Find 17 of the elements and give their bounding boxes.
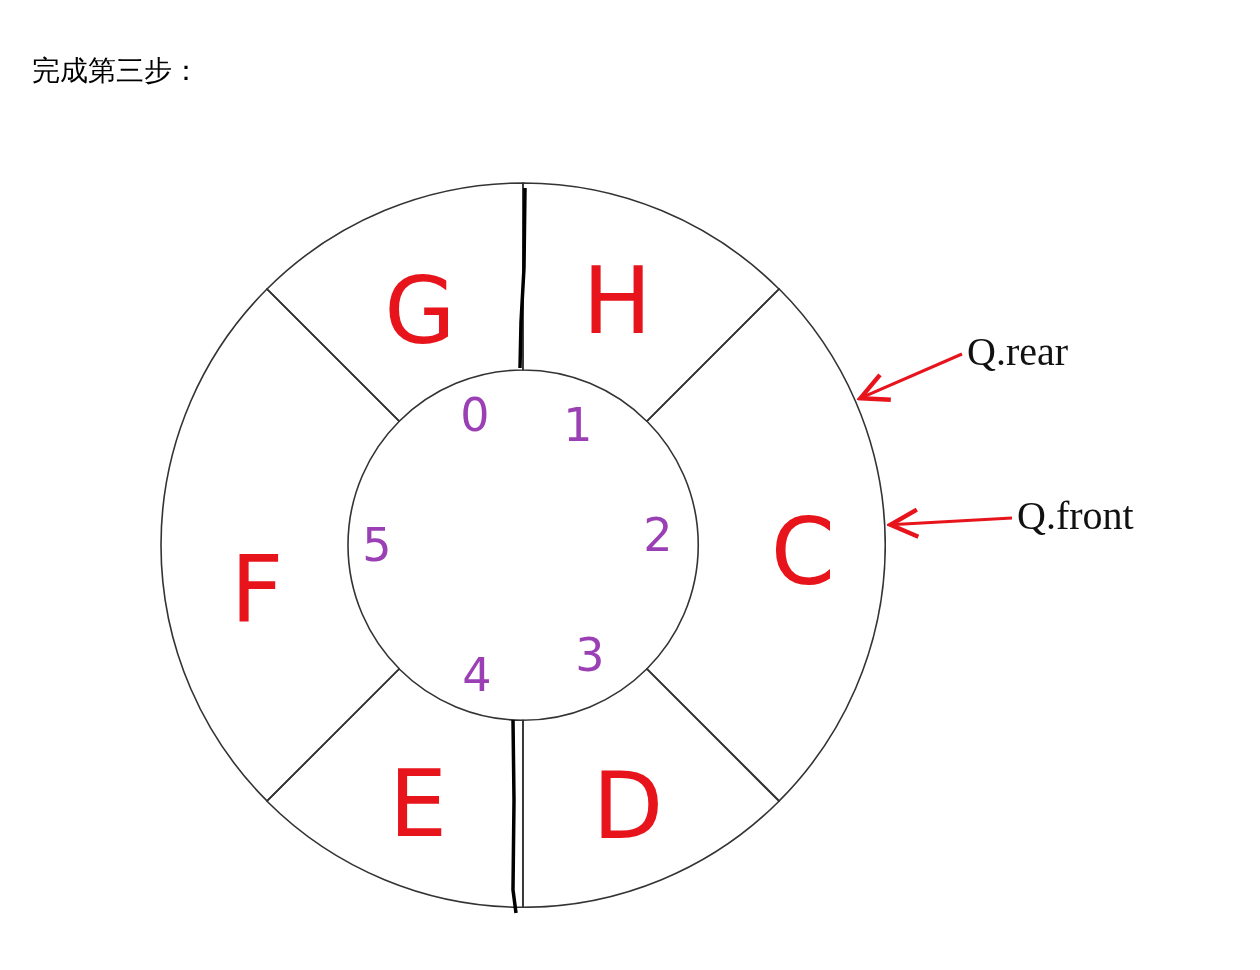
sector-letter: D: [592, 761, 664, 853]
title: 完成第三步：: [32, 53, 200, 89]
index-number: 3: [575, 632, 605, 678]
arrow: [858, 352, 963, 402]
sector-letter: G: [384, 266, 456, 358]
index-number: 0: [460, 392, 490, 438]
sector-letter: C: [770, 507, 836, 599]
pointer-label: Q.rear: [967, 332, 1069, 372]
arrow: [888, 507, 1013, 539]
index-number: 4: [462, 652, 492, 698]
sector-letter: E: [388, 759, 448, 851]
index-number: 2: [643, 512, 673, 558]
sector-letter: F: [230, 544, 284, 636]
index-number: 5: [362, 522, 392, 568]
index-number: 1: [563, 402, 593, 448]
sector-letter: H: [582, 256, 652, 348]
pointer-label: Q.front: [1017, 496, 1134, 536]
